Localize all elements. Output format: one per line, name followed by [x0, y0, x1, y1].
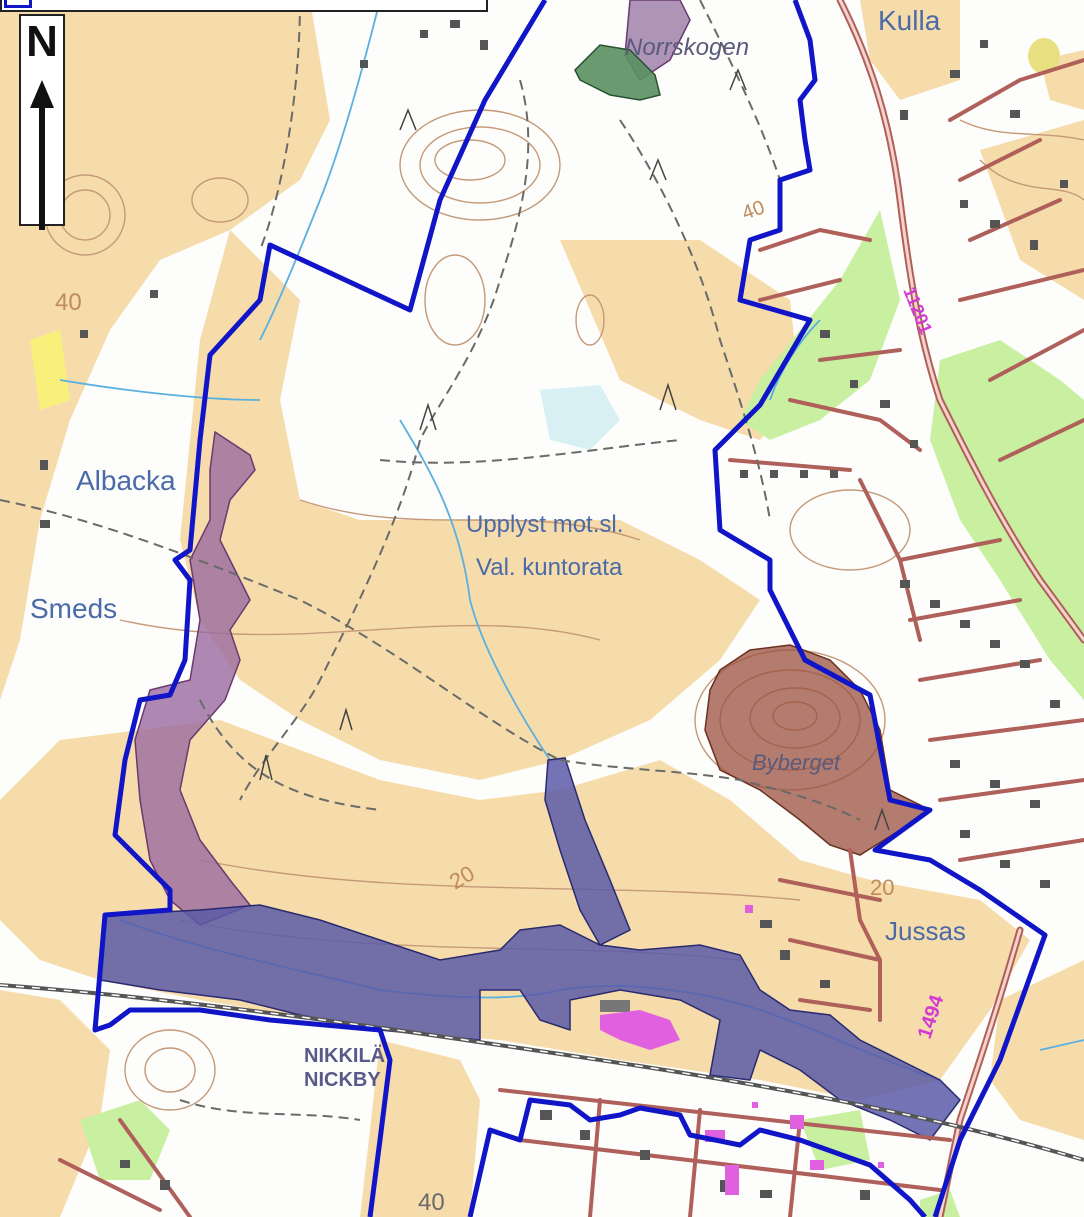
- north-label: N: [26, 17, 58, 66]
- purple-area-west: [134, 430, 256, 926]
- contour-label-40-south: 40: [418, 1189, 445, 1216]
- label-albacka: Albacka: [76, 465, 176, 496]
- label-valkuntorata: Val. kuntorata: [476, 554, 623, 581]
- green-area-north: [574, 44, 661, 101]
- label-byberget: Byberget: [752, 750, 841, 775]
- label-nikkila: NIKKILÄ: [304, 1044, 385, 1067]
- pond: [540, 385, 620, 450]
- yellow-patches: [30, 38, 1060, 410]
- label-upplyst: Upplyst mot.sl.: [466, 511, 623, 538]
- magenta-buildings: [600, 905, 884, 1195]
- blue-area-stream: [544, 757, 631, 946]
- roads: [58, 0, 1084, 1217]
- label-norrskogen: Norrskogen: [625, 34, 749, 61]
- north-arrow-icon: [30, 80, 54, 230]
- contour-label-40-west: 40: [55, 289, 82, 316]
- blue-area-south: [99, 904, 961, 1141]
- contour-label-20-east: 20: [870, 875, 894, 900]
- label-nickby: NICKBY: [304, 1069, 381, 1091]
- buildings: [40, 20, 1068, 1200]
- trails: [0, 0, 861, 1121]
- label-jussas: Jussas: [885, 916, 966, 946]
- cliff-symbols: [259, 67, 890, 831]
- study-area-boundary: [92, 0, 1048, 1217]
- legend-boundary-swatch: [4, 0, 32, 8]
- north-arrow-box: N: [19, 14, 65, 230]
- label-smeds: Smeds: [30, 593, 117, 624]
- railway: [0, 983, 1084, 1162]
- label-kulla: Kulla: [878, 5, 941, 36]
- legend-strip: [0, 0, 488, 12]
